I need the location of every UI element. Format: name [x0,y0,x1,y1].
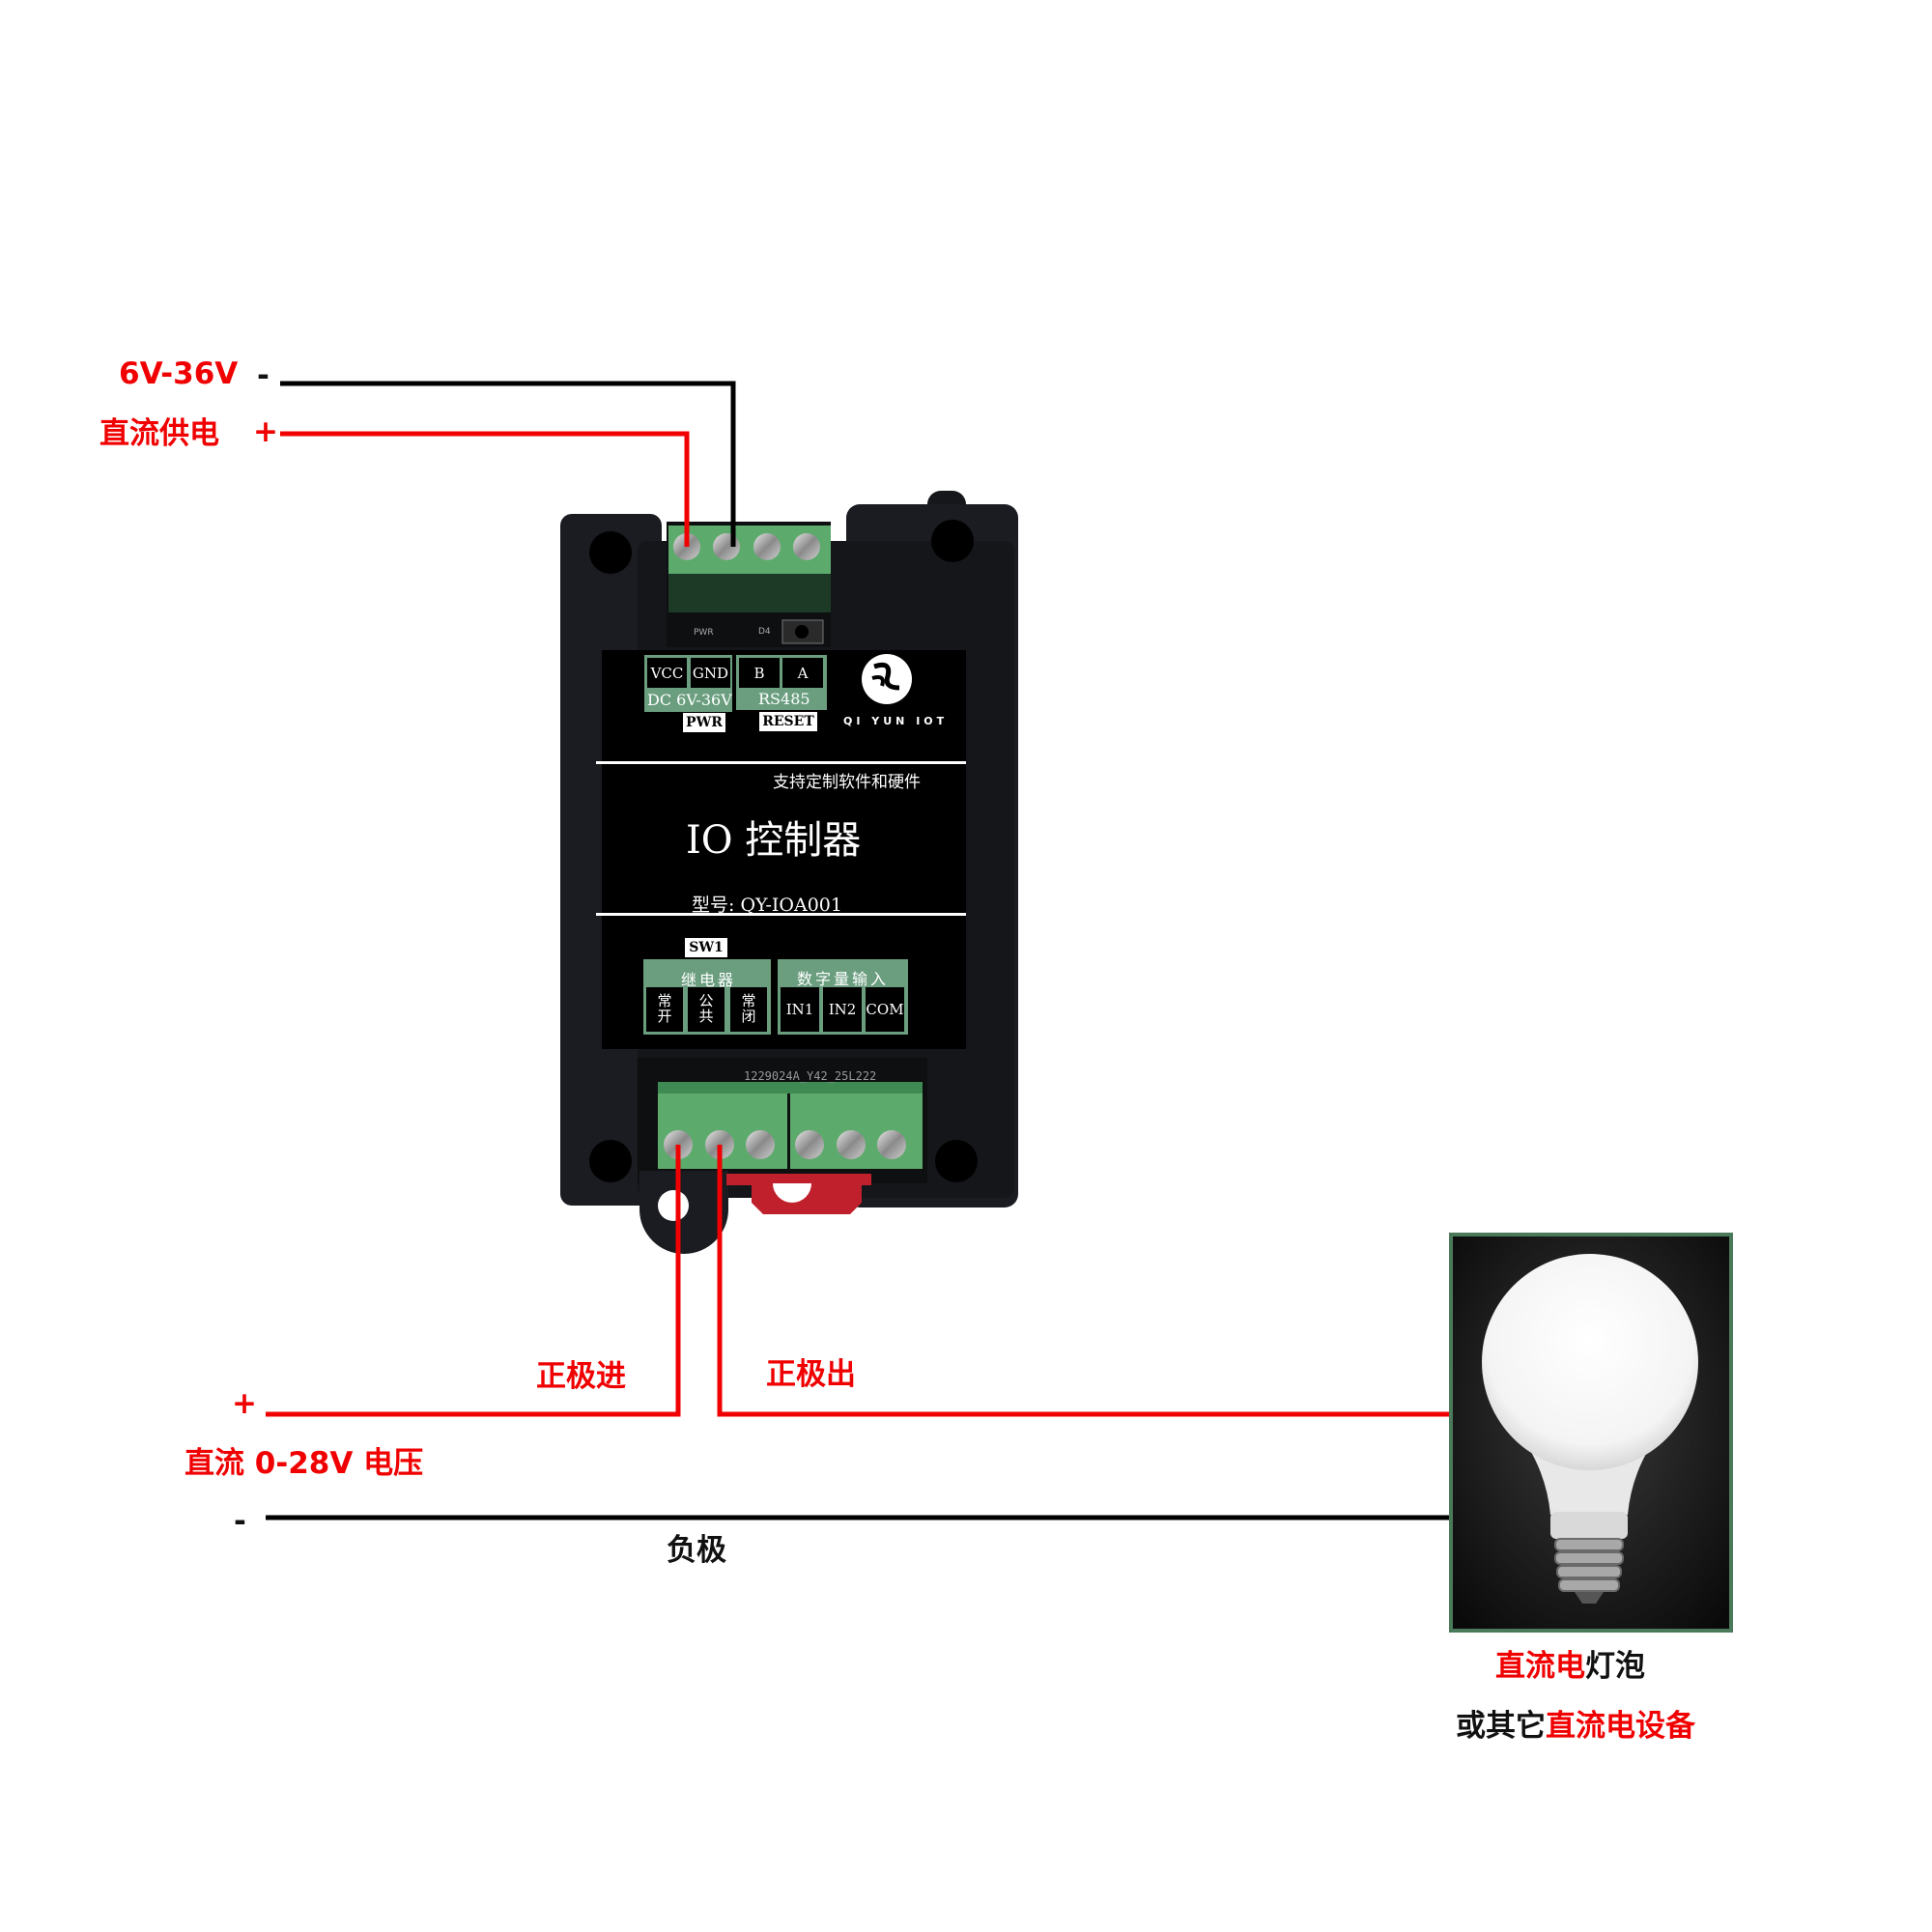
load-caption-bulb: 灯泡 [1585,1649,1645,1684]
positive-in-label: 正极进 [536,1359,626,1394]
load-caption-line1: 直流电灯泡 [1495,1652,1645,1682]
reset-label: RESET [759,712,817,731]
relay-com-terminal: 公共 [688,987,724,1032]
relay-no-bottom: 开 [657,1008,672,1025]
relay-nc-terminal: 常闭 [730,987,767,1032]
load-caption-line2: 或其它直流电设备 [1456,1712,1695,1742]
terminal-vcc: VCC [647,658,687,688]
relay-com-top: 公 [698,992,714,1010]
model-number: 型号: QY-IOA001 [692,895,842,916]
load-caption-dc: 直流电 [1495,1649,1585,1684]
load-voltage-label: 直流 0-28V 电压 [185,1446,424,1481]
load-caption-dc-device: 直流电设备 [1546,1709,1695,1744]
io-controller-device [560,491,1018,1254]
pcb-d4: D4 [758,627,771,637]
customization-slogan: 支持定制软件和硬件 [773,773,921,792]
input-in2-terminal: IN2 [823,987,862,1032]
power-positive-wire [280,431,690,547]
negative-label: 负极 [667,1533,726,1568]
input-in1-terminal: IN1 [781,987,819,1032]
relay-group-label: 继电器 [681,971,737,989]
negative-sign: - [257,358,270,393]
load-positive-in-wire [266,1145,681,1417]
positive-sign: + [253,414,278,449]
terminal-b: B [739,658,780,688]
pcb-serial: 1229024A_Y42_25L222 [744,1069,877,1083]
relay-no-top: 常 [657,992,672,1010]
relay-com-bottom: 共 [698,1008,714,1025]
load-positive-out-wire [717,1145,1451,1417]
pcb-pwr: PWR [694,628,714,638]
pwr-indicator-label: PWR [683,713,725,732]
load-negative-sign: - [234,1504,246,1539]
device-title: IO 控制器 [686,818,862,863]
terminal-gnd: GND [691,658,730,688]
dc-supply-label: 直流供电 [99,416,219,451]
relay-nc-bottom: 闭 [741,1008,756,1025]
power-negative-wire [280,381,736,547]
load-caption-other: 或其它 [1456,1709,1546,1744]
relay-nc-top: 常 [741,992,756,1010]
input-group-label: 数字量输入 [797,970,890,988]
positive-out-label: 正极出 [766,1357,856,1392]
dc-bulb-image [1449,1233,1733,1633]
terminal-a: A [782,658,823,688]
brand-label: QI YUN IOT [843,715,949,727]
input-com-terminal: COM [866,987,904,1032]
qi-yun-logo [862,654,912,704]
load-positive-sign: + [232,1386,257,1421]
rs485-label: RS485 [758,690,810,708]
dc-range-label: DC 6V-36V [647,691,732,709]
relay-no-terminal: 常开 [646,987,683,1032]
supply-voltage-label: 6V-36V [119,356,239,391]
sw1-label: SW1 [685,938,727,957]
